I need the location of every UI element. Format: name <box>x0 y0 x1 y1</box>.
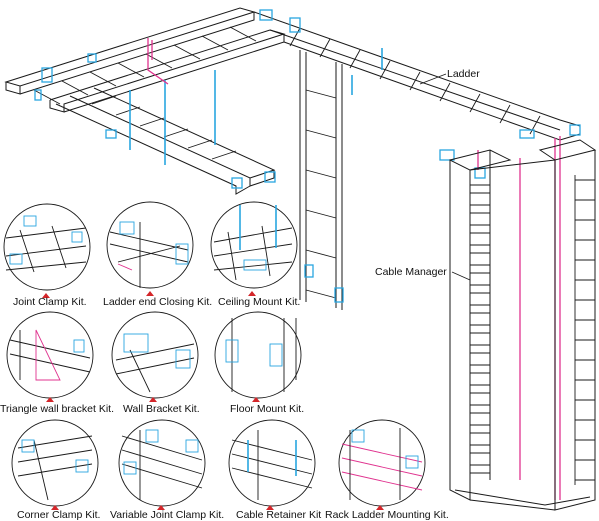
ladder-callout: Ladder <box>447 68 480 80</box>
label-markers <box>42 291 384 510</box>
clamp-accents <box>34 9 581 303</box>
kit-label-wall-bracket: Wall Bracket Kit. <box>123 403 200 415</box>
kit-label-cable-retainer: Cable Retainer Kit <box>236 509 322 521</box>
kit-corner-clamp-illustration <box>11 419 99 507</box>
kit-rack-ladder-mounting-illustration <box>338 419 426 507</box>
kit-label-floor-mount: Floor Mount Kit. <box>230 403 305 415</box>
main-ladder-assembly <box>4 7 581 310</box>
kit-joint-clamp-illustration <box>3 203 91 291</box>
kit-triangle-wall-bracket-illustration <box>6 311 94 399</box>
cable-manager <box>449 139 597 511</box>
kit-label-variable-joint-clamp: Variable Joint Clamp Kit. <box>110 509 225 521</box>
callout-lines <box>419 73 471 281</box>
kit-circles <box>3 201 426 507</box>
kit-ladder-end-closing-illustration <box>106 201 194 289</box>
kit-label-joint-clamp: Joint Clamp Kit. <box>13 296 87 308</box>
cable-manager-callout: Cable Manager <box>375 266 447 278</box>
kit-label-ladder-end-closing: Ladder end Closing Kit. <box>103 296 213 308</box>
kit-cable-retainer-illustration <box>228 419 316 507</box>
kit-wall-bracket-illustration <box>111 311 199 399</box>
kit-ceiling-mount-illustration <box>210 201 298 289</box>
kit-label-rack-ladder-mounting: Rack Ladder Mounting Kit. <box>325 509 449 521</box>
kit-label-ceiling-mount: Ceiling Mount Kit. <box>218 296 301 308</box>
kit-floor-mount-illustration <box>214 311 302 399</box>
kit-label-corner-clamp: Corner Clamp Kit. <box>17 509 101 521</box>
kit-variable-joint-clamp-illustration <box>118 419 206 507</box>
ceiling-mount-rods <box>129 48 383 165</box>
kit-label-triangle-wall-bracket: Triangle wall bracket Kit. <box>0 403 114 415</box>
